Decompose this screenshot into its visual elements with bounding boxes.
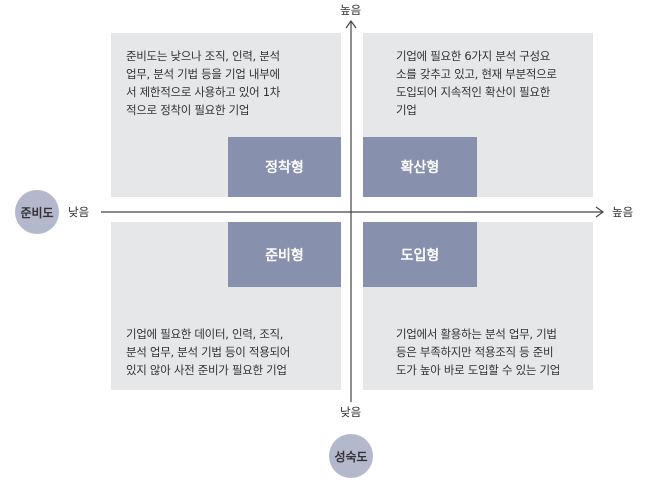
x-low-label: 낮음 [68, 205, 90, 219]
x-high-label: 높음 [612, 205, 634, 219]
desc-line: 도가 높아 바로 도입할 수 있는 기업 [396, 363, 561, 377]
type-box-settle: 정착형 [228, 137, 341, 197]
desc-bottom-right: 기업에서 활용하는 분석 업무, 기법 등은 부족하지만 적용조직 등 준비 도… [396, 325, 560, 379]
desc-line: 준비도는 낮으나 조직, 인력, 분석 [126, 49, 280, 63]
desc-line: 기업에 필요한 데이터, 인력, 조직, [126, 327, 284, 341]
type-box-adopt: 도입형 [363, 222, 477, 287]
desc-bottom-left: 기업에 필요한 데이터, 인력, 조직, 분석 업무, 분석 기법 등이 적용되… [126, 325, 290, 379]
desc-line: 기업에서 활용하는 분석 업무, 기법 [396, 327, 557, 341]
desc-top-left: 준비도는 낮으나 조직, 인력, 분석 업무, 분석 기법 등을 기업 내부에 … [126, 47, 280, 119]
type-box-expand: 확산형 [363, 137, 477, 197]
desc-top-right: 기업에 필요한 6가지 분석 구성요 소를 갖추고 있고, 현재 부분적으로 도… [396, 47, 557, 119]
desc-line: 업무, 분석 기법 등을 기업 내부에 [126, 67, 280, 81]
y-axis-name-maturity: 성숙도 [329, 434, 373, 478]
x-arrow-icon [595, 206, 605, 218]
desc-line: 소를 갖추고 있고, 현재 부분적으로 [396, 67, 557, 81]
type-box-prepare: 준비형 [228, 222, 341, 287]
desc-line: 분석 업무, 분석 기법 등이 적용되어 [126, 345, 291, 359]
desc-line: 도입되어 지속적인 확산이 필요한 [396, 85, 550, 99]
desc-line: 적으로 정착이 필요한 기업 [126, 103, 250, 117]
y-low-label: 낮음 [340, 405, 362, 419]
desc-line: 기업 [396, 103, 417, 117]
desc-line: 서 제한적으로 사용하고 있어 1차 [126, 85, 281, 99]
y-high-label: 높음 [340, 3, 362, 17]
desc-line: 기업에 필요한 6가지 분석 구성요 [396, 49, 551, 63]
desc-line: 등은 부족하지만 적용조직 등 준비 [396, 345, 554, 359]
desc-line: 있지 않아 사전 준비가 필요한 기업 [126, 363, 287, 377]
y-arrow-icon [345, 19, 357, 29]
x-axis-name-readiness: 준비도 [15, 190, 59, 234]
